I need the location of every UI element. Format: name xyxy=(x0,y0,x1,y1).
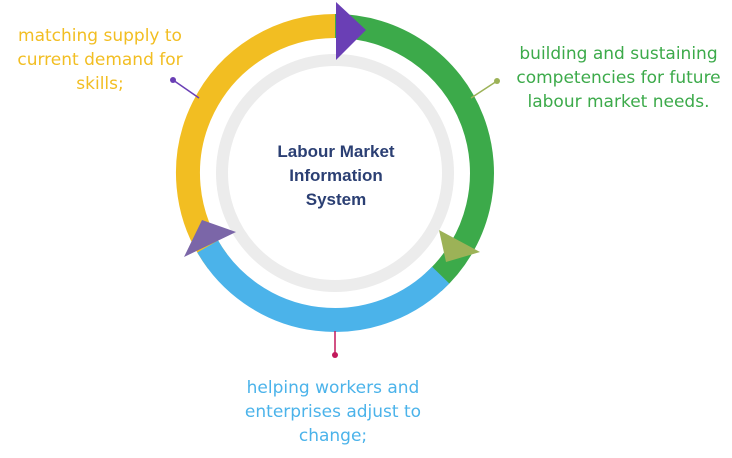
label-line: building and sustaining xyxy=(519,44,718,64)
label-line: current demand for xyxy=(17,50,183,70)
pointer-bottom xyxy=(332,331,338,358)
label-line: helping workers and xyxy=(246,378,420,398)
arrowhead-left-icon xyxy=(184,220,236,257)
arrowhead-right-icon xyxy=(439,230,480,262)
pointer-left xyxy=(170,77,200,99)
label-line: labour market needs. xyxy=(527,92,710,112)
label-line: enterprises adjust to xyxy=(244,402,422,422)
label-future-competencies: building and sustaining competencies for… xyxy=(505,42,732,114)
label-skills-matching: matching supply to current demand for sk… xyxy=(0,24,200,96)
inner-ring xyxy=(216,54,454,292)
ring-segment-future-competencies xyxy=(334,14,494,292)
label-line: competencies for future xyxy=(516,68,721,88)
label-line: skills; xyxy=(76,74,124,94)
ring-segment-skills-matching xyxy=(176,14,336,269)
label-line: matching supply to xyxy=(18,26,182,46)
label-line: change; xyxy=(298,426,368,446)
ring-segment-adjust-to-change xyxy=(197,240,450,332)
center-title-line: Labour Market xyxy=(277,142,395,161)
center-title: Labour Market Information System xyxy=(248,140,424,212)
pointer-right xyxy=(470,78,500,99)
arrowhead-top-icon xyxy=(336,2,366,60)
center-title-line: System xyxy=(305,190,367,209)
label-adjust-to-change: helping workers and enterprises adjust t… xyxy=(228,376,438,448)
center-title-line: Information xyxy=(289,166,383,185)
